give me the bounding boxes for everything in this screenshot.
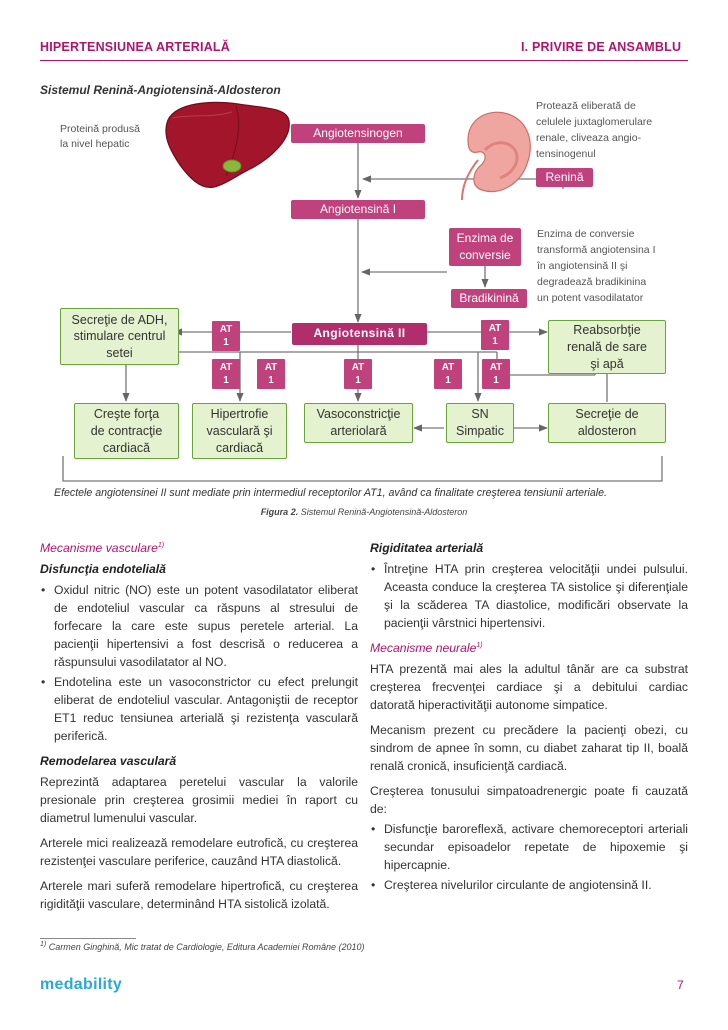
bullet-angiotensina-circulanta: Creşterea nivelurilor circulante de angi…: [370, 876, 688, 894]
box-enzima-conversie: Enzima de conversie: [449, 228, 521, 266]
kidney-note-line2: celulele juxtaglomerulare: [536, 116, 653, 128]
paragraph-remodelare-definitie: Reprezintă adaptarea peretelui vascular …: [40, 775, 358, 825]
box-bradikinina: Bradikinină: [451, 289, 527, 308]
bullet-rigiditate: Întreţine HTA prin creşterea velocităţii…: [370, 560, 688, 632]
enzima-line2: conversie: [459, 248, 511, 262]
enzima-note-line2: transformă angiotensina I: [537, 244, 656, 256]
enzima-note-line1: Enzima de conversie: [537, 228, 635, 240]
bullet-endotelina: Endotelina este un vasoconstrictor cu ef…: [40, 673, 358, 745]
box-renina: Renină: [536, 168, 593, 187]
box-secretie-aldosteron: Secreţie de aldosteron: [548, 403, 666, 443]
figure-caption: Figura 2. Sistemul Renină-Angiotensină-A…: [0, 507, 728, 517]
paragraph-mecanism-obezi: Mecanism prezent cu precădere la pacienţ…: [370, 723, 688, 773]
running-header-right: I. PRIVIRE DE ANSAMBLU: [521, 40, 682, 54]
footnote: 1) Carmen Ginghină, Mic tratat de Cardio…: [40, 941, 365, 952]
header-rule: [40, 60, 688, 61]
enzima-note-line5: un potent vasodilatator: [537, 292, 644, 304]
left-column: Mecanisme vasculare1) Disfuncţia endotel…: [40, 539, 358, 920]
bullet-oxid-nitric: Oxidul nitric (NO) este un potent vasodi…: [40, 581, 358, 671]
paragraph-artere-mari: Arterele mari suferă remodelare hipertro…: [40, 879, 358, 911]
paragraph-hta-adult: HTA prezentă mai ales la adultul tânăr a…: [370, 662, 688, 712]
box-angiotensinogen: Angiotensinogen: [291, 124, 425, 143]
enzima-line1: Enzima de: [456, 231, 514, 245]
heading-disfunctia-endoteliala: Disfuncţia endotelială: [40, 562, 166, 576]
box-reabsorbtie: Reabsorbţie renală de sare şi apă: [548, 320, 666, 374]
box-secretie-adh: Secreţie de ADH, stimulare centrul setei: [60, 308, 179, 365]
section-title: Sistemul Renină-Angiotensină-Aldosteron: [40, 83, 281, 97]
kidney-note-line4: tensinogenul: [536, 148, 596, 160]
heading-rigiditatea-arteriala: Rigiditatea arterială: [370, 541, 484, 555]
heading-remodelarea-vasculara: Remodelarea vasculară: [40, 754, 177, 768]
page-number: 7: [677, 978, 684, 992]
right-column: Rigiditatea arterială Întreţine HTA prin…: [370, 539, 688, 896]
box-vasoconstrictie: Vasoconstricţie arteriolară: [304, 403, 413, 443]
kidney-icon: [461, 111, 531, 201]
kidney-note-line3: renale, cliveaza angio-: [536, 132, 642, 144]
medability-logo: medability: [40, 976, 123, 993]
paragraph-artere-mici: Arterele mici realizează remodelare eutr…: [40, 836, 358, 868]
heading-mecanisme-neurale: Mecanisme neurale1): [370, 641, 483, 655]
box-angiotensina-2: Angiotensină II: [292, 323, 427, 345]
paragraph-tonus-simpatoadrenergic: Creşterea tonusului simpatoadrenergic po…: [370, 784, 688, 816]
heading-mecanisme-vasculare: Mecanisme vasculare1): [40, 541, 165, 555]
caption-text: Sistemul Renină-Angiotensină-Aldosteron: [298, 507, 468, 517]
diagram-effect-note: Efectele angiotensinei II sunt mediate p…: [54, 487, 607, 499]
bullet-disfunctie-baroreflexa: Disfuncţie baroreflexă, activare chemore…: [370, 820, 688, 874]
box-hipertrofie: Hipertrofie vasculară şi cardiacă: [192, 403, 287, 459]
liver-note-line2: la nivel hepatic: [60, 138, 130, 150]
caption-label: Figura 2.: [260, 507, 299, 517]
running-header-left: HIPERTENSIUNEA ARTERIALĂ: [40, 40, 230, 54]
liver-icon: [165, 101, 290, 188]
box-forta-contractie: Creşte forţa de contracţie cardiacă: [74, 403, 179, 459]
enzima-note-line4: degradează bradikinina: [537, 276, 647, 288]
box-angiotensina-1: Angiotensină I: [291, 200, 425, 219]
kidney-note-line1: Protează eliberată de: [536, 100, 636, 112]
box-sn-simpatic: SN Simpatic: [446, 403, 514, 443]
enzima-note-line3: în angiotensină II şi: [537, 260, 628, 272]
footnote-rule: [40, 938, 136, 939]
liver-note-line1: Proteină produsă: [60, 123, 140, 135]
